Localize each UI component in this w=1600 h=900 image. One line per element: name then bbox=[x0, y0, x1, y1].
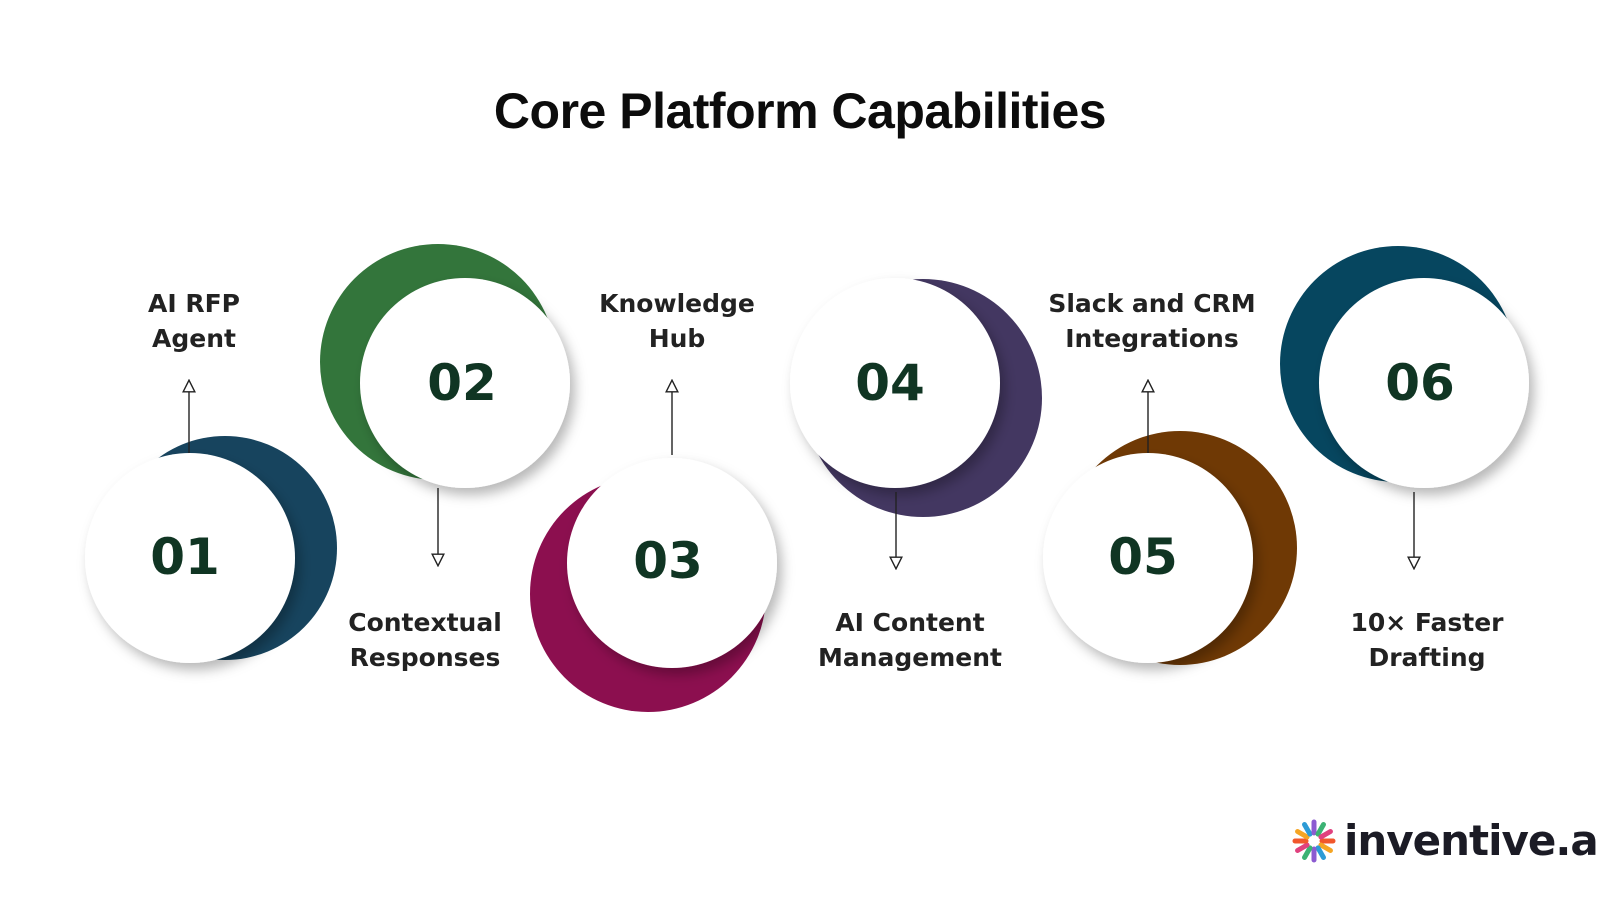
step-01: 01 bbox=[85, 386, 337, 663]
step-05: 05 bbox=[1043, 386, 1297, 665]
step-02-number: 02 bbox=[427, 354, 497, 412]
logo-ray bbox=[1315, 844, 1326, 860]
step-06: 06 bbox=[1280, 246, 1529, 563]
logo-ray bbox=[1302, 821, 1313, 837]
step-01-number: 01 bbox=[150, 528, 220, 586]
step-05-circle bbox=[1043, 453, 1253, 663]
step-01-circle bbox=[85, 453, 295, 663]
step-04: 04 bbox=[790, 278, 1042, 563]
logo-ray bbox=[1302, 844, 1313, 860]
logo-ray bbox=[1295, 828, 1310, 839]
step-04-circle bbox=[790, 278, 1000, 488]
step-04-number: 04 bbox=[855, 354, 925, 412]
logo-ray bbox=[1295, 842, 1310, 853]
step-06-number: 06 bbox=[1385, 354, 1455, 412]
brand-name: inventive.ai bbox=[1344, 816, 1600, 865]
page-title: Core Platform Capabilities bbox=[493, 83, 1107, 139]
step-05-number: 05 bbox=[1108, 528, 1178, 586]
brand-logo: inventive.ai bbox=[1292, 816, 1600, 865]
inventive-logo-icon bbox=[1292, 819, 1336, 862]
logo-ray bbox=[1318, 828, 1333, 839]
step-06-circle bbox=[1319, 278, 1529, 488]
step-02-circle bbox=[360, 278, 570, 488]
step-03-circle bbox=[567, 458, 777, 668]
step-03: 03 bbox=[530, 386, 777, 712]
step-02: 02 bbox=[320, 244, 570, 560]
logo-ray bbox=[1318, 842, 1333, 853]
step-03-number: 03 bbox=[633, 532, 703, 590]
logo-ray bbox=[1315, 821, 1326, 837]
